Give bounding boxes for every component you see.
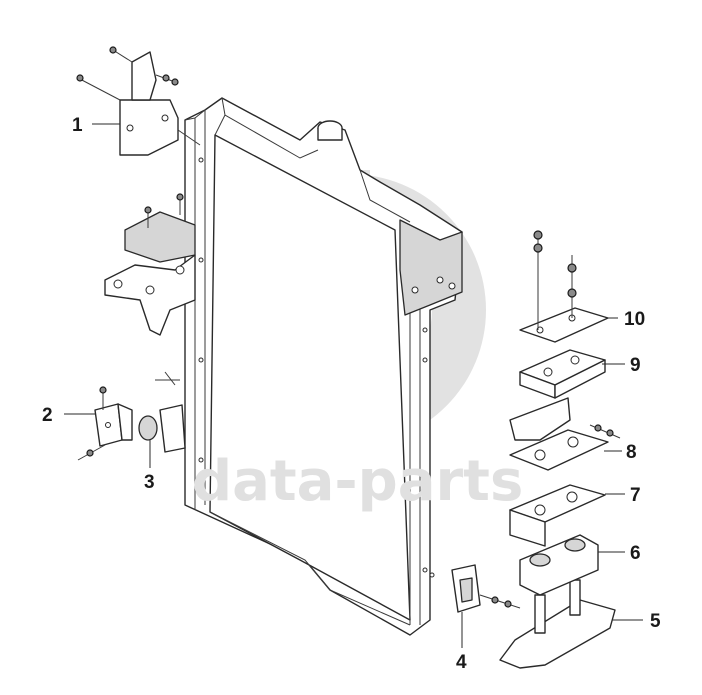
part-10-top-plate: [519, 230, 609, 343]
callout-1: 1: [72, 115, 83, 136]
callout-8: 8: [626, 442, 637, 463]
part-3-isolator: [138, 371, 186, 453]
part-4-lower-bracket: [451, 564, 521, 613]
part-2-angle-bracket: [77, 386, 133, 461]
part-5-base-bracket: [499, 579, 616, 669]
watermark-text: data-parts: [192, 449, 523, 514]
radiator-frame: [184, 97, 463, 636]
callout-7: 7: [630, 485, 641, 506]
part-8-plate: [509, 397, 621, 471]
callout-10: 10: [624, 309, 645, 330]
part-1-upper-bracket: [76, 46, 201, 156]
callout-5: 5: [650, 611, 661, 632]
callout-2: 2: [42, 405, 53, 426]
leader-lines: [64, 123, 643, 648]
callout-9: 9: [630, 355, 641, 376]
callout-labels: 1 2 3 4 5 6 7 8 9 10: [42, 115, 661, 673]
callout-6: 6: [630, 543, 641, 564]
part-6-rubber-block: [519, 534, 599, 596]
part-9-block: [519, 349, 606, 399]
left-mid-mount: [104, 193, 196, 336]
callout-4: 4: [456, 652, 467, 673]
part-7-spacer-plate: [509, 484, 606, 547]
callout-3: 3: [144, 472, 155, 493]
